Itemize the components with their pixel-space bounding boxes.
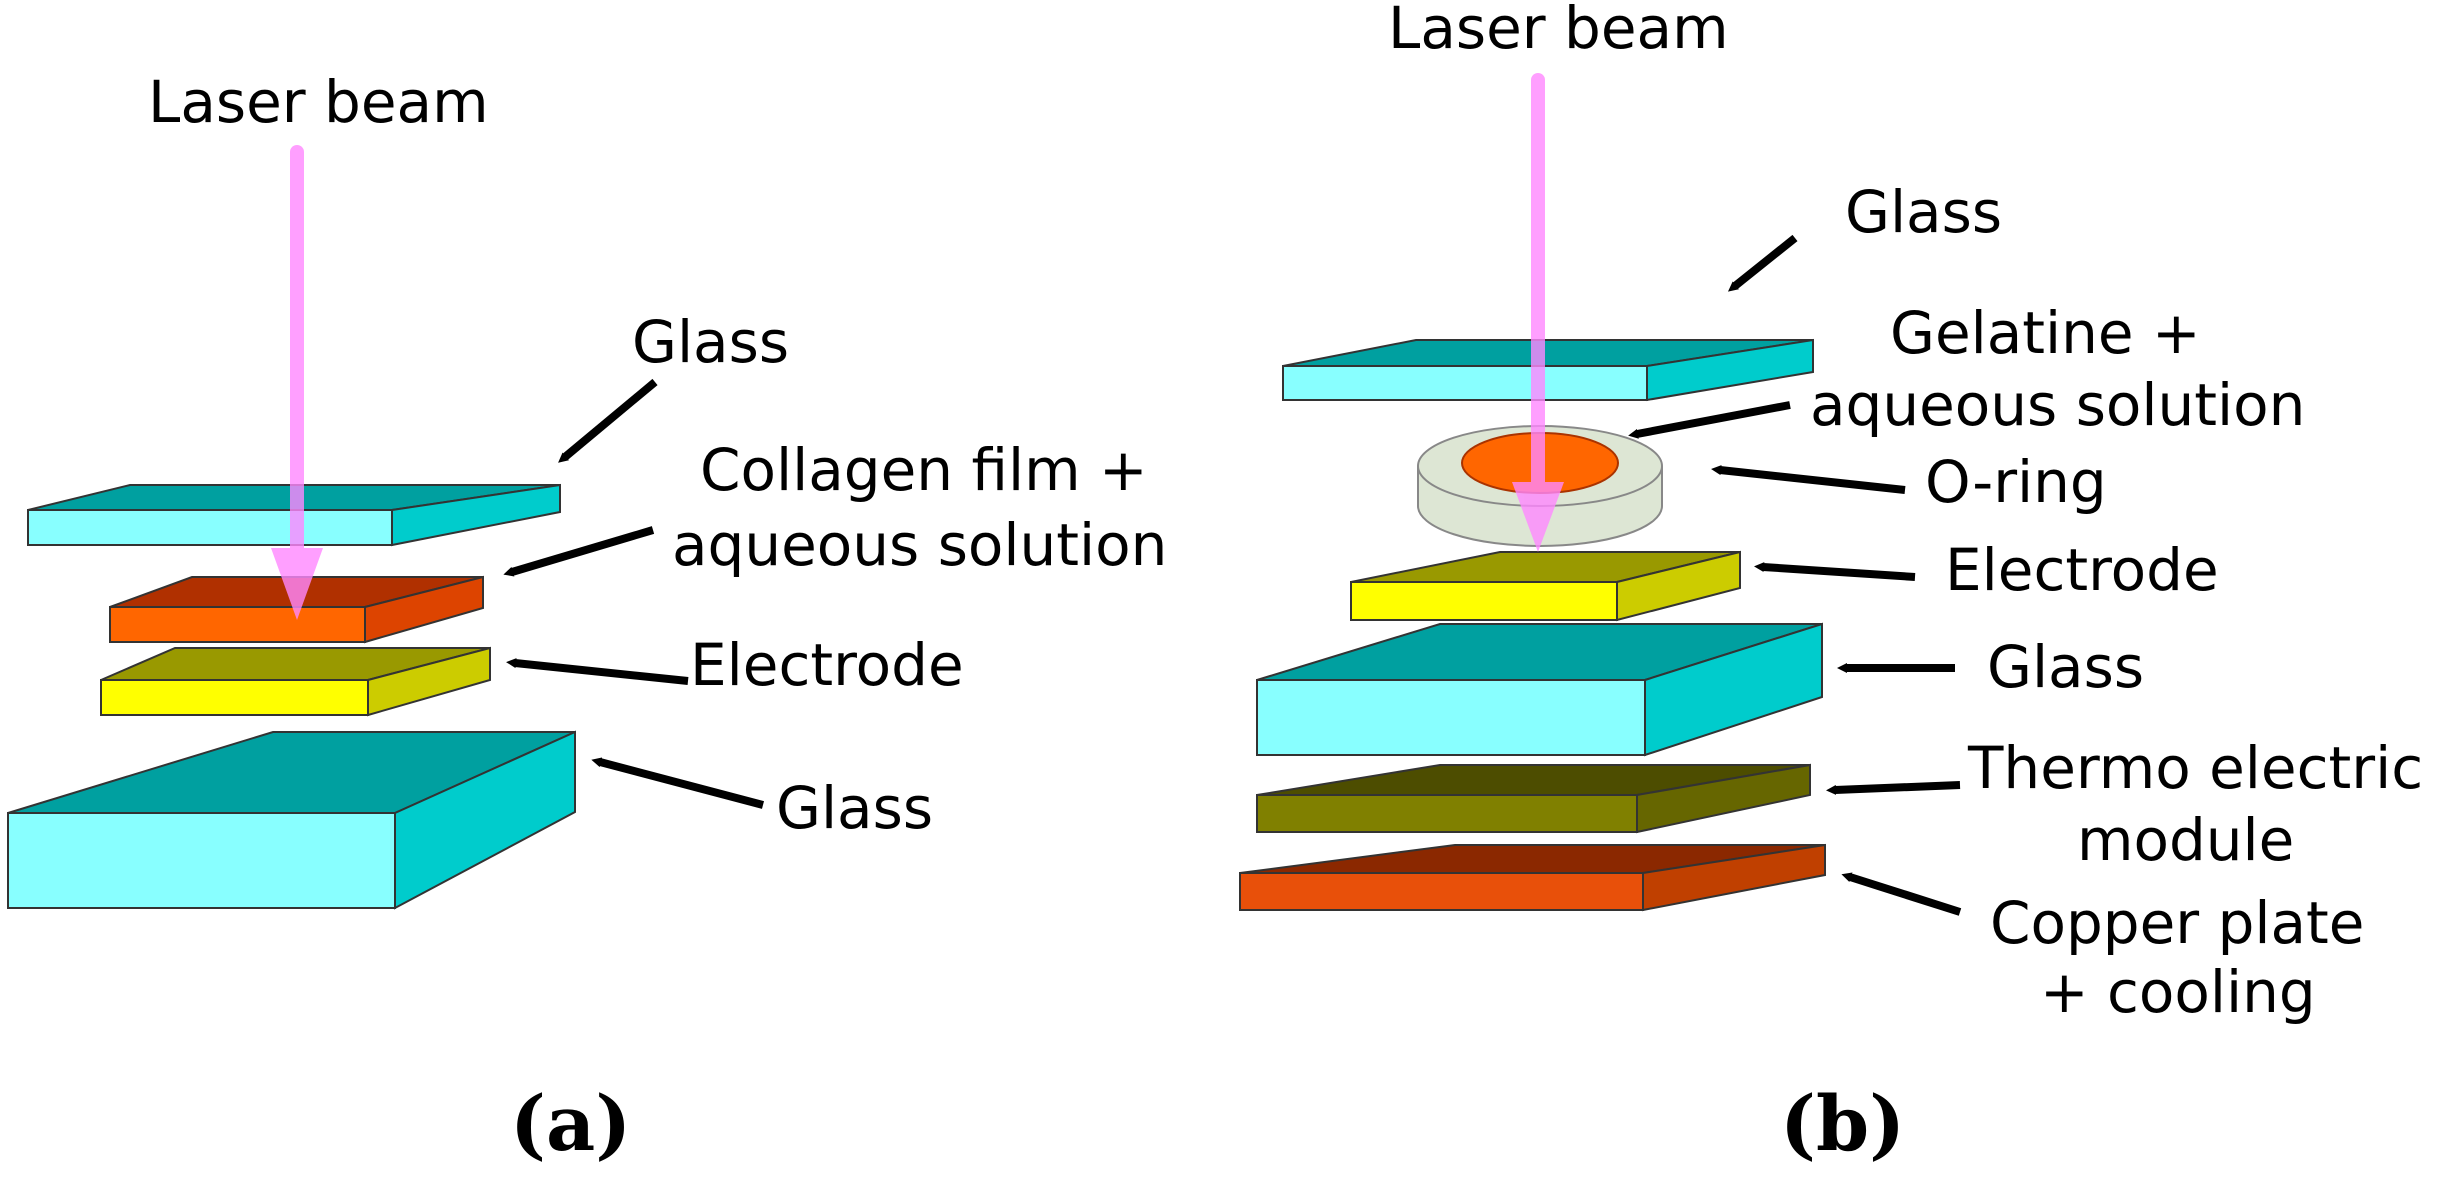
panel-a-laser-beam-label: Laser beam (148, 68, 489, 136)
panel-b: Laser beam Glass Gelatine + aqueous solu… (1239, 0, 2423, 1168)
panel-a-glass-bottom-layer (7, 730, 576, 910)
panel-b-electrode-layer (1350, 550, 1741, 622)
panel-b-arrow-gelatine (1628, 401, 1791, 439)
panel-b-thermo-module-layer (1256, 763, 1811, 834)
panel-b-thermo-label-line1: Thermo electric (1967, 734, 2423, 802)
panel-b-arrow-thermo (1826, 781, 1961, 795)
panel-b-arrow-electrode (1754, 562, 1916, 581)
panel-a-collagen-label-line2: aqueous solution (672, 511, 1167, 579)
panel-a-glass-bottom-label: Glass (776, 774, 933, 842)
panel-a-glass-top-label: Glass (632, 308, 789, 376)
panel-b-glass-top-layer (1282, 338, 1814, 402)
panel-b-caption: (b) (1780, 1079, 1905, 1168)
panel-b-glass-top-label: Glass (1845, 178, 2002, 246)
panel-b-glass-bottom-label: Glass (1987, 633, 2144, 701)
panel-b-electrode-label: Electrode (1945, 536, 2219, 604)
panel-a-collagen-label-line1: Collagen film + (700, 436, 1148, 504)
panel-b-laser-beam-label: Laser beam (1388, 0, 1729, 62)
panel-a-collagen-film-layer (109, 575, 484, 644)
panel-a: Laser beam Glass Collagen film + aqueous… (7, 68, 1167, 1168)
panel-b-copper-label-line1: Copper plate (1990, 889, 2364, 957)
panel-b-arrow-glass-top (1727, 234, 1798, 292)
panel-a-arrow-electrode (506, 658, 689, 685)
panel-a-arrow-glass-bottom (591, 757, 765, 809)
panel-a-electrode-label: Electrode (690, 631, 964, 699)
panel-b-thermo-label-line2: module (2077, 806, 2294, 874)
panel-b-oring-label: O-ring (1925, 448, 2107, 516)
panel-b-copper-plate-layer (1239, 843, 1826, 912)
panel-b-arrow-oring (1711, 465, 1906, 494)
panel-b-gelatine-label-line1: Gelatine + (1890, 299, 2201, 367)
panel-b-glass-bottom-layer (1256, 622, 1823, 757)
panel-a-caption: (a) (510, 1079, 631, 1168)
panel-a-laser-beam (271, 145, 323, 620)
panel-b-copper-label-line2: + cooling (2040, 958, 2316, 1026)
panel-a-arrow-glass-top (558, 378, 658, 463)
panel-b-arrow-copper (1841, 872, 1962, 916)
panel-a-electrode-layer (100, 646, 491, 717)
panel-b-laser-beam (1512, 73, 1564, 552)
panel-a-arrow-collagen (503, 526, 655, 577)
panel-b-gelatine-label-line2: aqueous solution (1810, 371, 2305, 439)
